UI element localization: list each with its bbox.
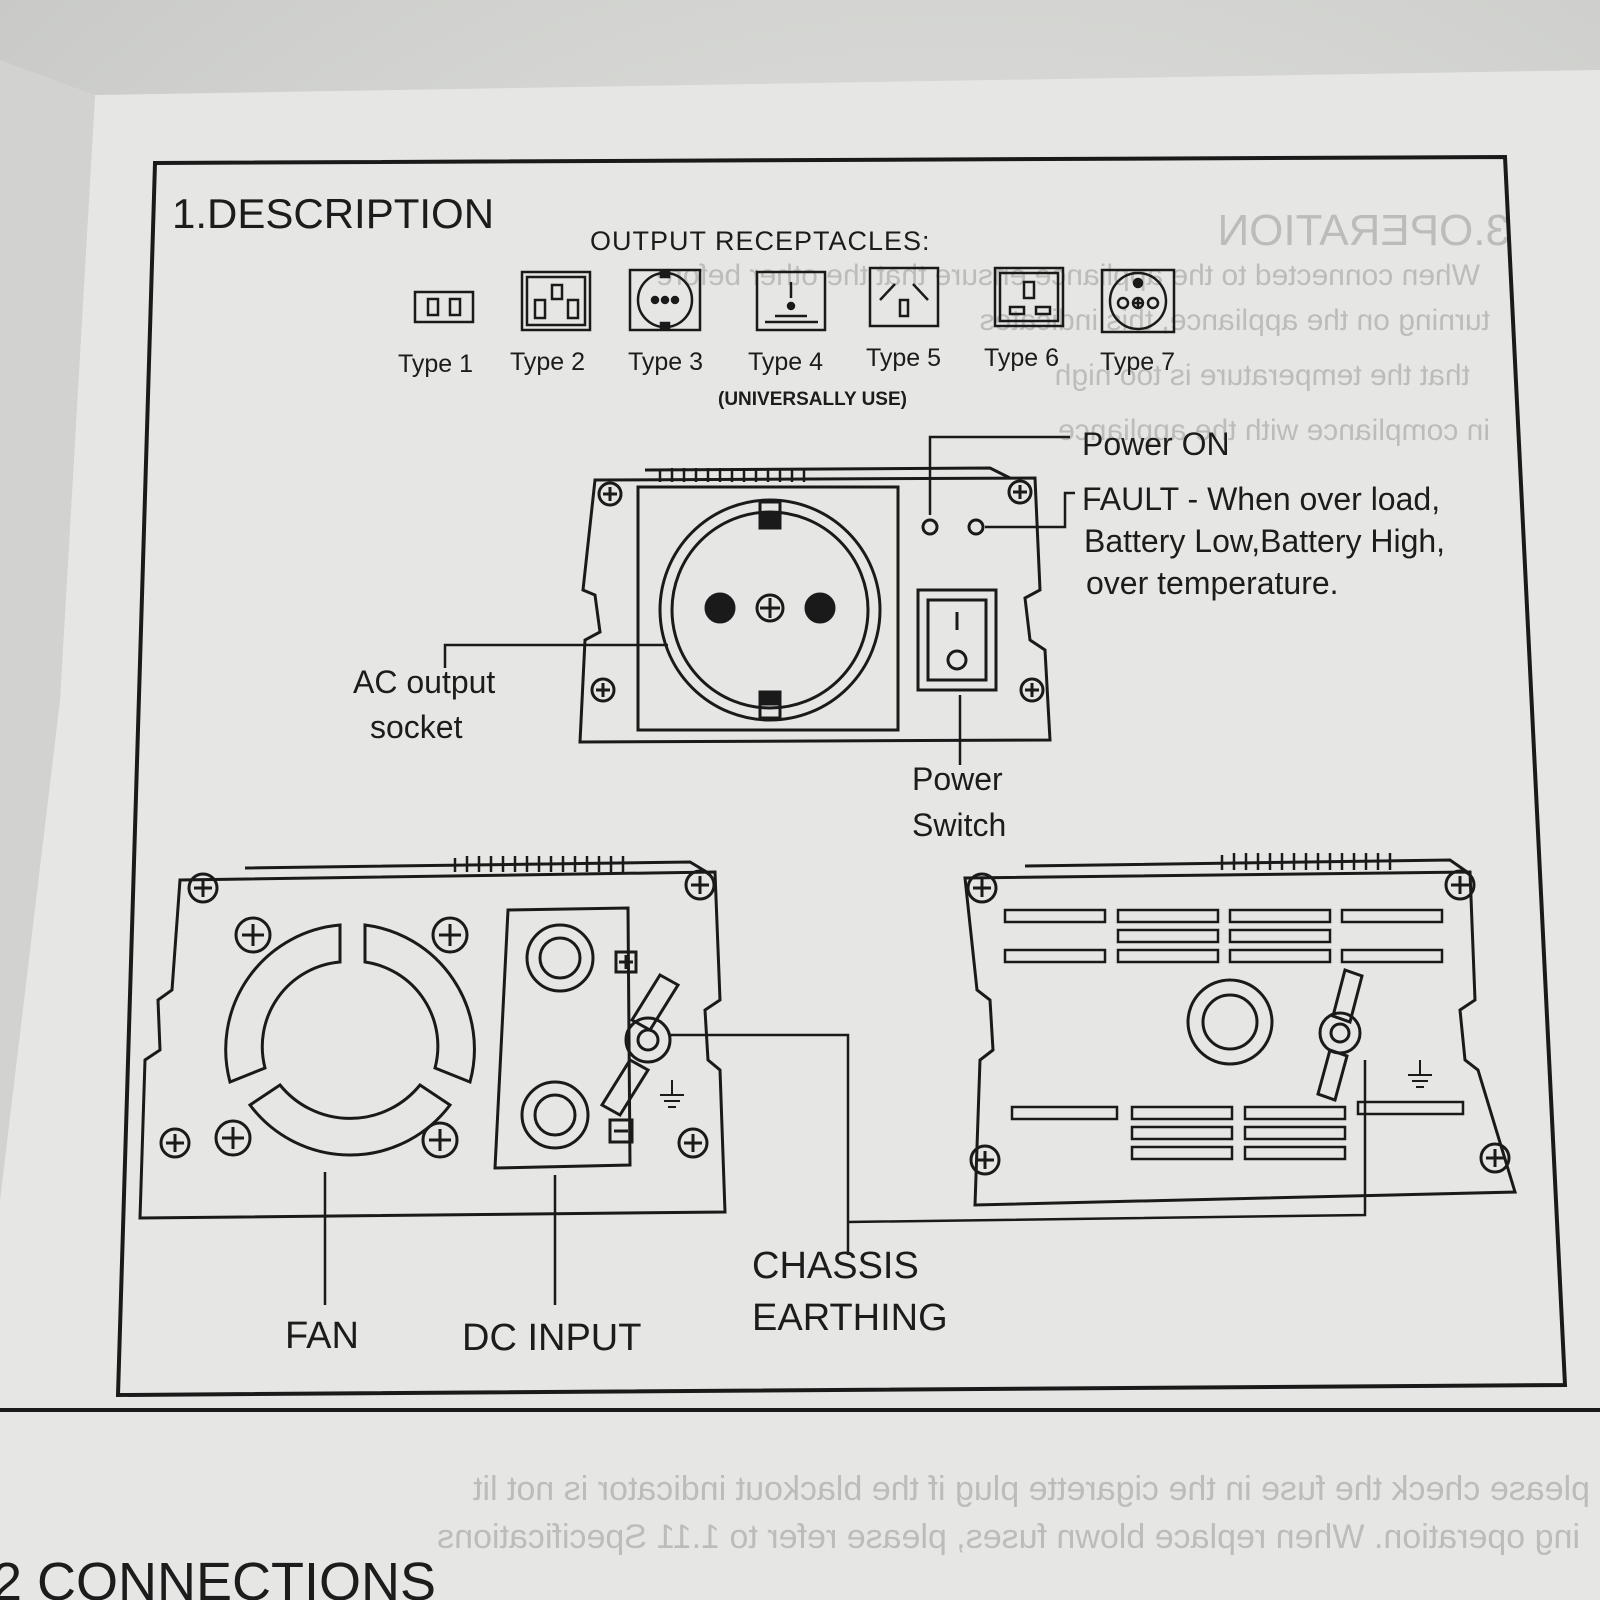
type-label: Type 3 [628,348,703,376]
screw-icon [684,869,716,901]
paper-sheet [0,70,1600,1600]
fault-label: over temperature. [1086,565,1339,601]
top-vent-fins [1220,853,1392,870]
ghost-line: please check the fuse in the cigarette p… [472,1470,1590,1508]
dc-input-label: DC INPUT [462,1317,641,1359]
receptacles-heading: OUTPUT RECEPTACLES: [590,226,931,256]
ghost-line: in compliance with the appliance [1058,414,1490,447]
type-1-socket-icon [413,290,475,324]
type-2-socket-icon [520,270,592,332]
type-label: Type 5 [866,344,941,372]
type-3-socket-icon [628,268,702,332]
screw-icon [421,1121,459,1159]
rear-panel-drawing [138,856,727,1220]
fan-grille-icon [224,923,476,1157]
fault-label: FAULT - When over load, [1082,481,1440,517]
description-frame [115,154,1568,1398]
top-vent-fins [658,468,806,482]
ghost-line: turning on the appliance, this indicates [980,304,1490,337]
type-label: Type 1 [398,350,473,378]
ghost-line: ing operation. When replace blown fuses,… [437,1518,1580,1556]
type-7-socket-icon [1100,268,1176,334]
type-label: Type 6 [984,344,1059,372]
ghost-line: that the temperature is too high [1055,359,1470,392]
top-vent-fins [453,856,625,872]
type-5-socket-icon [868,266,940,328]
receptacle-icons [413,266,1176,334]
minus-sign-icon [608,1118,634,1144]
screw-icon [597,481,623,507]
power-switch-icon [916,588,998,692]
universal-note: (UNIVERSALLY USE) [718,389,907,410]
wing-nut-icon [1316,968,1364,1102]
ghost-line: When connected to the appliance ensure t… [656,259,1480,292]
screw-icon [1019,677,1045,703]
type-6-socket-icon [993,266,1065,328]
ac-output-label: AC output [353,664,495,700]
screw-icon [1444,869,1476,901]
chassis-earthing-label: CHASSIS [752,1245,919,1287]
show-through-text: 3.OPERATION When connected to the applia… [437,206,1590,1556]
receptacle-type-labels: Type 1 Type 2 Type 3 Type 4 Type 5 Type … [398,344,1175,378]
negative-terminal-icon [520,1080,590,1150]
left-page-edge [0,60,95,1200]
type-label: Type 4 [748,348,823,376]
fan-label: FAN [285,1315,359,1357]
power-on-label: Power ON [1082,426,1230,462]
power-on-led-icon [921,518,939,536]
fault-led-icon [967,518,985,536]
rear-leader-lines [323,1033,1367,1305]
screw-icon [590,677,616,703]
next-section-title: 2 CONNECTIONS [0,1552,436,1600]
ground-symbol-icon [660,1080,684,1108]
screw-icon [187,872,219,904]
vent-slots [1003,908,1465,1161]
screw-icon [966,872,998,904]
screw-icon [431,916,469,954]
screw-icon [1479,1142,1511,1174]
power-switch-label: Power [912,761,1003,797]
side-panel-drawing [963,853,1518,1207]
type-4-socket-icon [755,270,827,332]
type-label: Type 2 [510,348,585,376]
screw-icon [969,1144,1001,1176]
front-panel-drawing [578,466,1052,744]
ground-symbol-icon [1408,1060,1432,1088]
screw-icon [159,1127,191,1159]
ghost-heading: 3.OPERATION [1217,206,1510,255]
plus-sign-icon [614,950,638,974]
positive-terminal-icon [525,923,595,993]
screw-icon [677,1127,709,1159]
screw-icon [214,1119,252,1157]
dc-terminal-block [493,906,632,1170]
terminal-icon [1186,978,1274,1066]
type-label: Type 7 [1100,348,1175,376]
power-switch-label: Switch [912,807,1006,843]
front-leader-lines [443,435,1075,765]
fault-label: Battery Low,Battery High, [1084,523,1445,559]
screw-icon [234,916,272,954]
section-title: 1.DESCRIPTION [172,190,494,237]
chassis-earthing-label: EARTHING [752,1297,948,1339]
screw-icon [1007,479,1033,505]
wing-nut-icon [599,972,681,1118]
ac-output-label: socket [370,709,463,745]
